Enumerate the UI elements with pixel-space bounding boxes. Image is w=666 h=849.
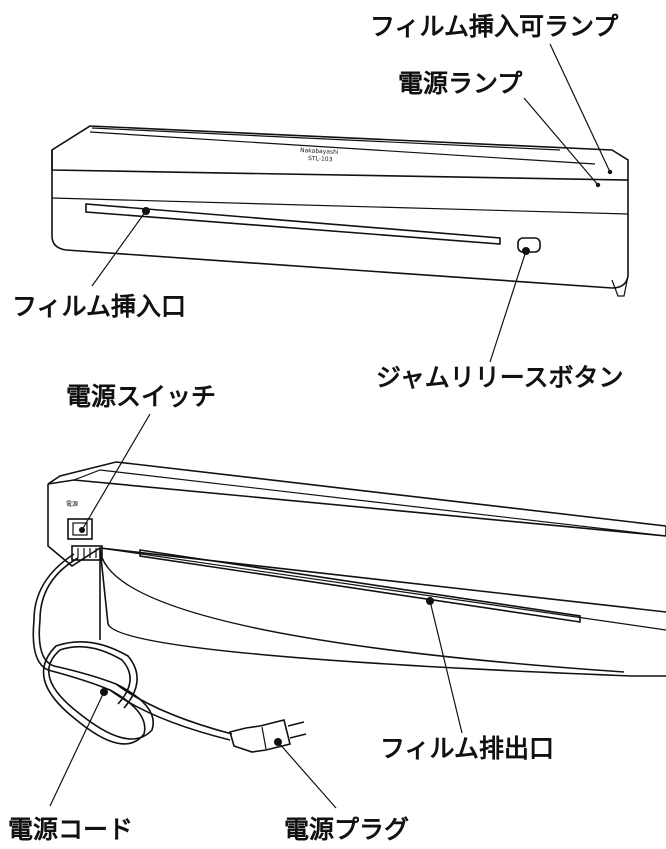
jam-release-leader [489,250,527,363]
brand-logo: Nakabayashi [300,147,339,156]
film-outlet-slot [139,549,581,623]
film-outlet-leader [429,600,463,734]
label-jam-release-button: ジャムリリースボタン [376,363,624,392]
laminator-front-view: Nakabayashi STL-103 [51,125,629,297]
label-power-plug: 電源プラグ [284,815,409,844]
label-film-inlet: フィルム挿入口 [12,292,186,321]
film-inlet-slot [85,203,501,245]
power-plug-leader [277,741,337,809]
film-inlet-leader [91,210,147,287]
label-film-outlet: フィルム排出口 [380,734,554,763]
laminator-rear-view: 電源 [47,461,666,677]
power-switch [67,518,93,540]
label-film-ready-lamp: フィルム挿入可ランプ [370,12,619,41]
power-lamp-leader [523,97,599,186]
model-label: STL-103 [308,155,333,163]
power-plug [229,719,307,753]
power-switch-leader [81,413,151,531]
switch-marking: 電源 [66,500,78,508]
power-cord-leader [49,691,105,807]
film-ready-lamp-leader [549,43,611,173]
label-power-cord: 電源コード [8,815,133,844]
label-power-switch: 電源スイッチ [66,382,216,411]
label-power-lamp: 電源ランプ [398,69,523,98]
power-cord [32,553,233,745]
